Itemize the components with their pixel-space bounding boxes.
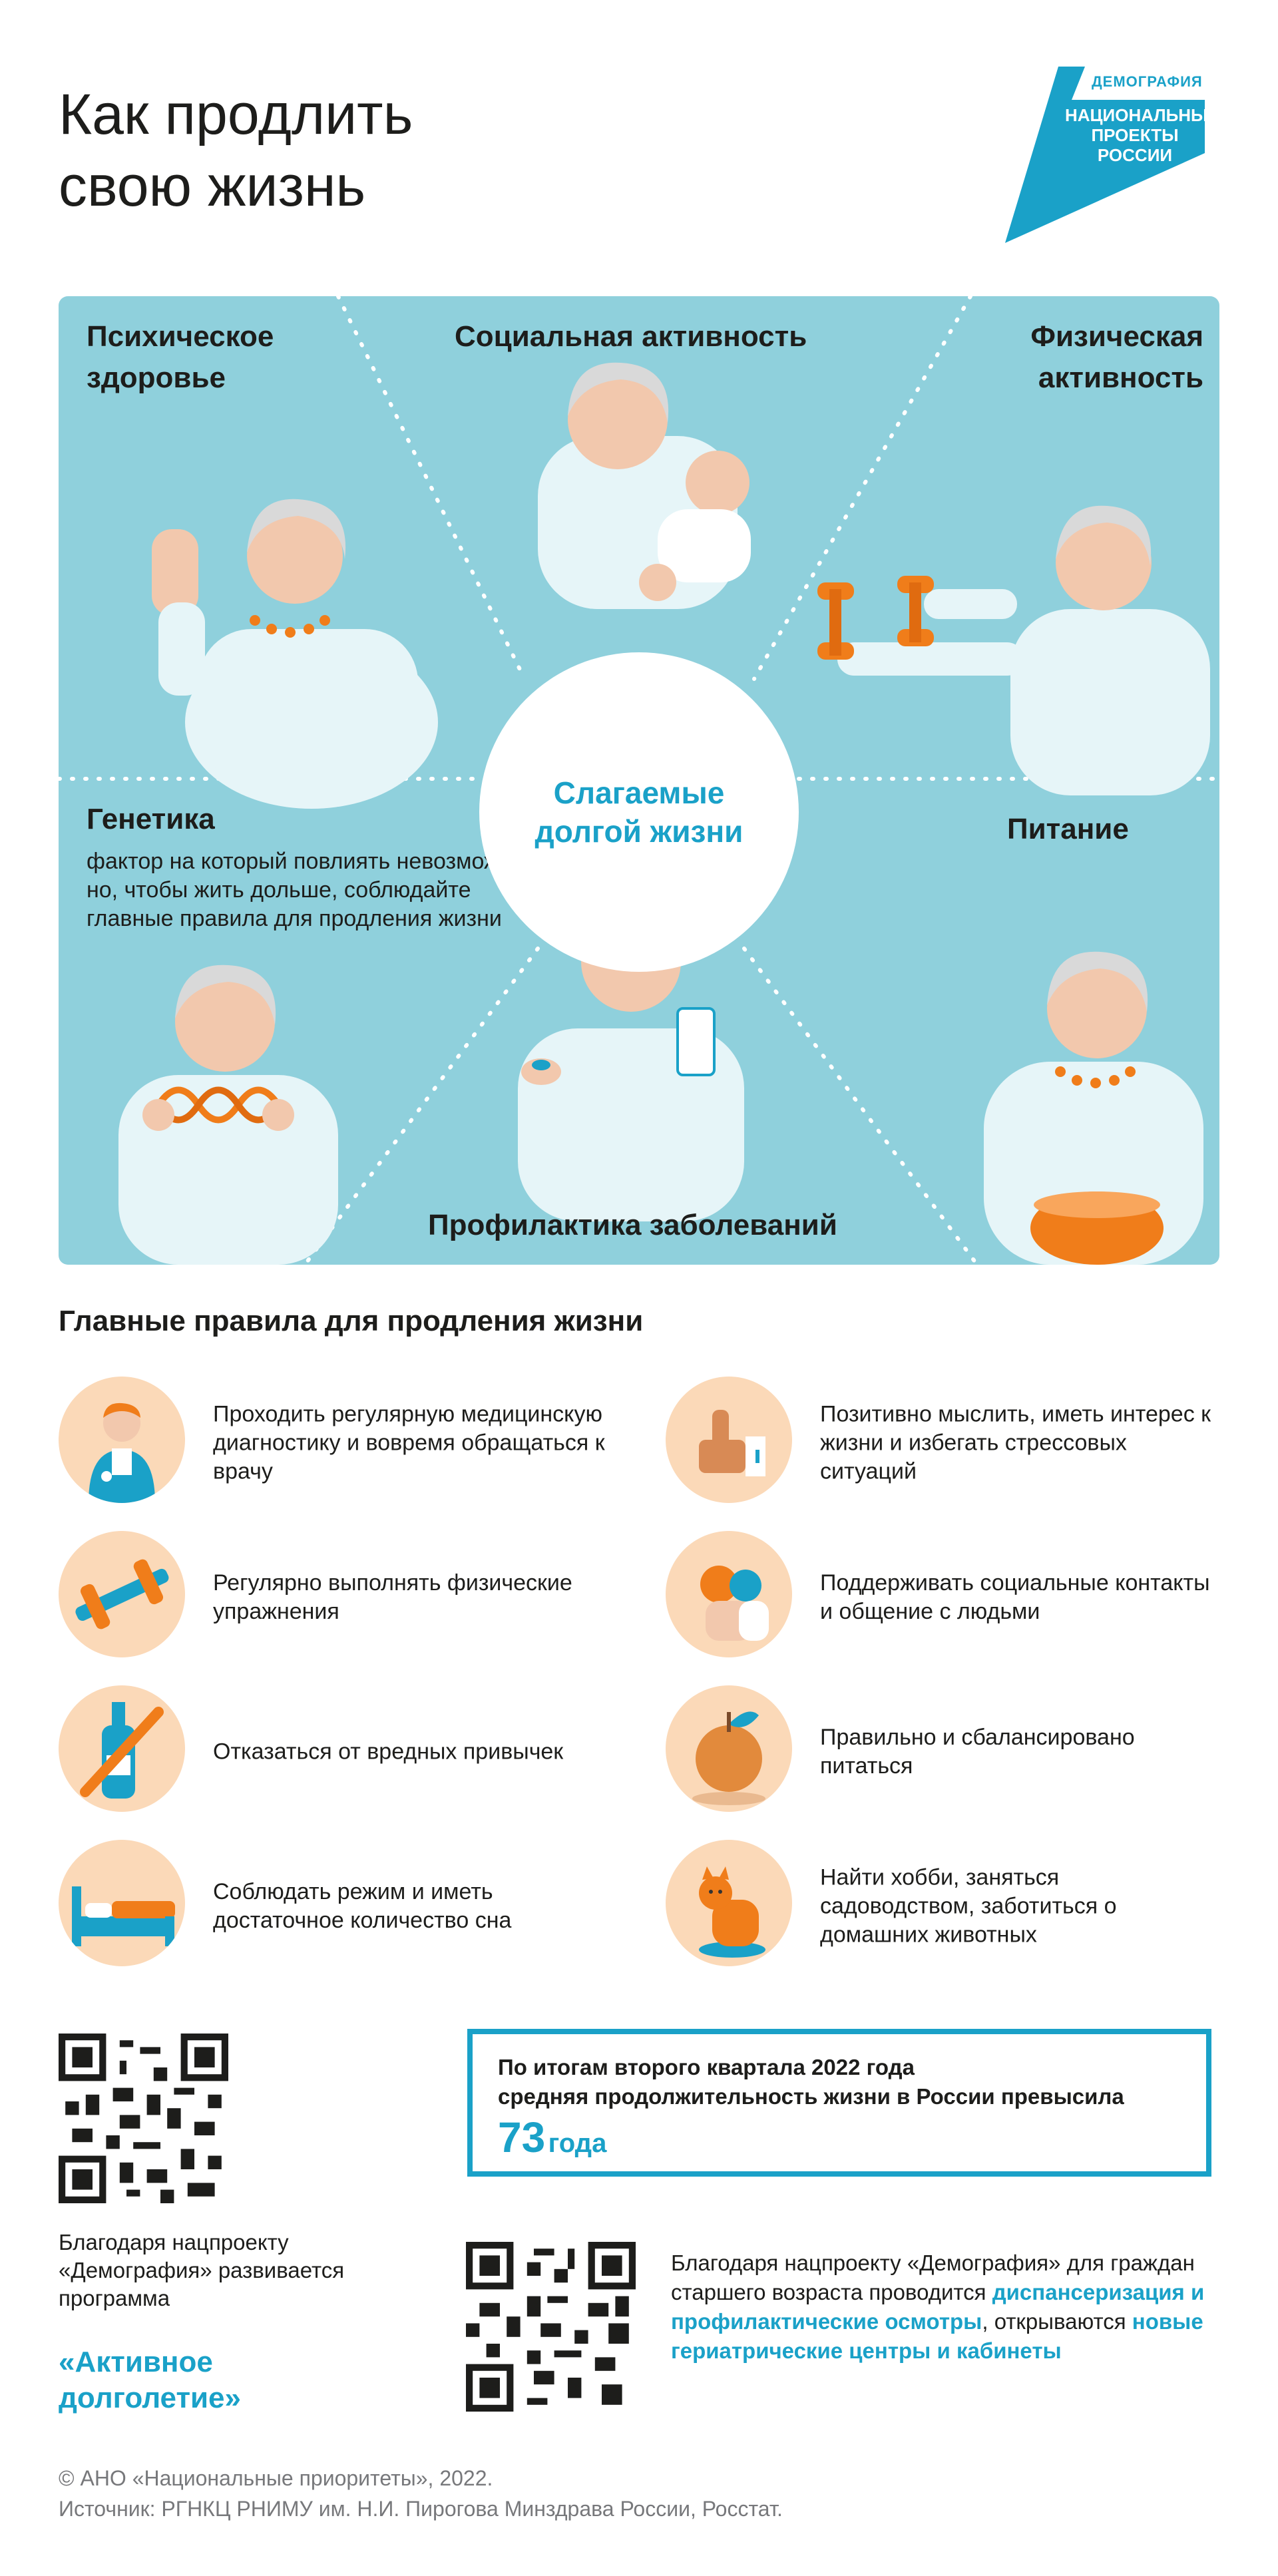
dumbbell-icon xyxy=(59,1531,185,1657)
label-mental-health: Психическое здоровье xyxy=(87,316,326,399)
active-longevity-title: «Активное долголетие» xyxy=(59,2346,241,2414)
qr-code-icon xyxy=(466,2242,636,2412)
elderly-woman-with-baby-figure xyxy=(538,362,751,609)
rule-text: Найти хобби, заняться садоводством, забо… xyxy=(820,1864,1117,1948)
rule-item: Регулярно выполнять физические упражнени… xyxy=(59,1531,644,1664)
qr-code-geriatric-centers[interactable] xyxy=(466,2242,636,2412)
rule-item: Соблюдать режим и иметь достаточное коли… xyxy=(59,1840,644,1973)
label-nutrition: Питание xyxy=(1007,813,1129,845)
rule-item: Найти хобби, заняться садоводством, забо… xyxy=(666,1840,1251,1973)
right-note-text-1: Благодаря нацпроекту «Демография» для гр… xyxy=(671,2251,1195,2304)
qr-code-active-longevity[interactable] xyxy=(59,2034,228,2203)
stat-line-1: По итогам второго квартала 2022 года xyxy=(498,2055,915,2079)
label-physical-2: активность xyxy=(1038,361,1203,394)
logo-shape-icon xyxy=(1005,67,1205,243)
logo-line-2: ПРОЕКТЫ xyxy=(1091,125,1179,145)
label-mental-2: здоровье xyxy=(87,361,226,394)
cat-icon xyxy=(666,1840,792,1966)
divider-lines xyxy=(59,296,1219,1265)
no-bottle-icon xyxy=(59,1685,185,1812)
genetics-description: фактор на который повлиять невозможно, н… xyxy=(87,849,531,931)
center-title: Слагаемые долгой жизни xyxy=(534,775,744,849)
label-physical-activity: Физическая активность xyxy=(1004,316,1203,399)
thumbs-up-icon xyxy=(666,1377,792,1503)
right-note: Благодаря нацпроекту «Демография» для гр… xyxy=(671,2249,1230,2366)
life-expectancy-box: По итогам второго квартала 2022 года сре… xyxy=(467,2029,1211,2177)
logo-line-1: НАЦИОНАЛЬНЫЕ xyxy=(1065,105,1219,125)
title-line-2: свою жизнь xyxy=(59,154,366,218)
rule-text: Проходить регулярную медицинскую диагнос… xyxy=(213,1401,605,1484)
rule-text: Регулярно выполнять физические упражнени… xyxy=(213,1570,572,1624)
stat-line-2: средняя продолжительность жизни в России… xyxy=(498,2084,1124,2109)
rule-text: Поддерживать социальные контакты и общен… xyxy=(820,1570,1210,1624)
elderly-woman-dna-figure xyxy=(118,965,338,1265)
rule-text: Правильно и сбалансировано питаться xyxy=(820,1725,1135,1779)
left-note-text: Благодаря нацпроекту «Демография» развив… xyxy=(59,2230,345,2310)
qr-code-icon xyxy=(59,2034,228,2203)
bed-icon xyxy=(59,1840,185,1966)
footer: © АНО «Национальные приоритеты», 2022. И… xyxy=(59,2463,783,2524)
national-projects-logo: ДЕМОГРАФИЯ НАЦИОНАЛЬНЫЕ ПРОЕКТЫ РОССИИ xyxy=(998,53,1219,246)
elderly-woman-bowl-figure xyxy=(984,951,1203,1265)
label-physical-1: Физическая xyxy=(1030,320,1203,353)
rule-item: Отказаться от вредных привычек xyxy=(59,1685,644,1819)
rule-text: Отказаться от вредных привычек xyxy=(213,1739,564,1765)
apple-icon xyxy=(666,1685,792,1812)
right-note-text-2: открываются xyxy=(994,2309,1126,2334)
rule-text: Позитивно мыслить, иметь интерес к жизни… xyxy=(820,1401,1211,1484)
logo-line-3: РОССИИ xyxy=(1097,145,1173,165)
stat-number: 73 xyxy=(498,2113,546,2161)
stat-unit: года xyxy=(548,2129,607,2158)
logo-small-text: ДЕМОГРАФИЯ xyxy=(1092,73,1203,90)
right-note-highlight-1[interactable]: диспансеризация и профилактические осмот… xyxy=(671,2280,1205,2334)
label-mental-1: Психическое xyxy=(87,320,274,353)
rule-item: Позитивно мыслить, иметь интерес к жизни… xyxy=(666,1377,1251,1510)
title-line-1: Как продлить xyxy=(59,83,413,146)
footer-copyright: © АНО «Национальные приоритеты», 2022. xyxy=(59,2466,493,2490)
rule-item: Правильно и сбалансировано питаться xyxy=(666,1685,1251,1819)
rules-title: Главные правила для продления жизни xyxy=(59,1305,644,1337)
longevity-factors-panel: Психическое здоровье Социальная активнос… xyxy=(59,296,1219,1265)
rule-item: Проходить регулярную медицинскую диагнос… xyxy=(59,1377,644,1510)
footer-source: Источник: РГНКЦ РНИМУ им. Н.И. Пирогова … xyxy=(59,2497,783,2521)
page-title: Как продлить свою жизнь xyxy=(59,79,413,222)
panel-illustration xyxy=(59,296,1219,1265)
logo-big-text: НАЦИОНАЛЬНЫЕ ПРОЕКТЫ РОССИИ xyxy=(1065,105,1219,165)
people-icon xyxy=(666,1531,792,1657)
elderly-woman-waving-figure xyxy=(152,499,438,809)
label-genetics: Генетика xyxy=(87,803,215,835)
doctor-icon xyxy=(59,1377,185,1503)
label-prevention: Профилактика заболеваний xyxy=(428,1209,837,1241)
center-circle: Слагаемые долгой жизни xyxy=(479,652,799,972)
right-note-comma: , xyxy=(982,2309,988,2334)
rule-item: Поддерживать социальные контакты и общен… xyxy=(666,1531,1251,1664)
elderly-woman-dumbbells-figure xyxy=(817,505,1210,795)
right-note-highlight-2[interactable]: новые гериатрические центры и кабинеты xyxy=(671,2309,1203,2363)
label-social-activity: Социальная активность xyxy=(455,320,807,353)
stat-value: 73 года xyxy=(498,2113,606,2162)
rule-text: Соблюдать режим и иметь достаточное коли… xyxy=(213,1879,512,1933)
